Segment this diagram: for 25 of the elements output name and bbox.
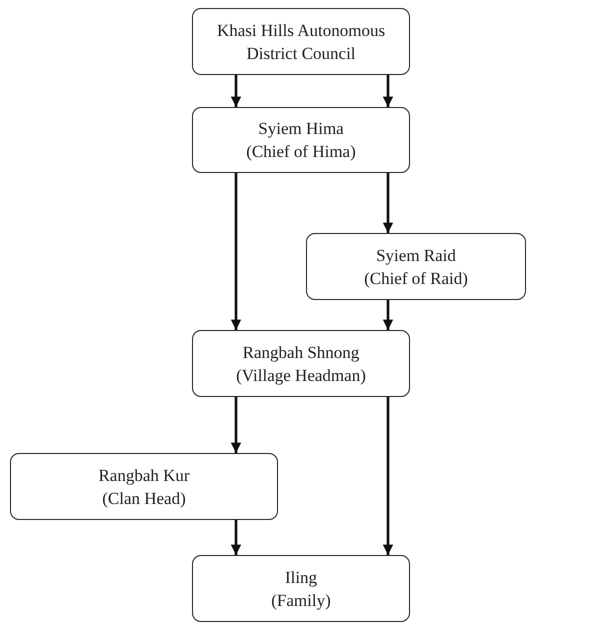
arrow	[382, 173, 394, 233]
box-text: Rangbah Kur	[98, 464, 190, 486]
rounded-box	[192, 330, 410, 397]
box-text: (Family)	[271, 590, 331, 612]
arrow	[230, 520, 242, 555]
arrow	[230, 75, 242, 107]
box-text: (Village Headman)	[236, 364, 366, 386]
box-text: Rangbah Shnong	[242, 342, 360, 364]
rounded-box	[192, 555, 410, 622]
box-text: (Chief of Raid)	[364, 268, 468, 290]
box-text: Syiem Raid	[376, 244, 456, 266]
rounded-box	[192, 107, 410, 173]
arrow	[382, 75, 394, 107]
box-text: Khasi Hills Autonomous District Council	[216, 20, 386, 64]
arrow	[382, 300, 394, 330]
arrow	[382, 397, 394, 555]
box-text: (Clan Head)	[102, 488, 186, 510]
rounded-box	[306, 233, 526, 300]
rounded-box	[10, 453, 278, 520]
box-text: Syiem Hima	[258, 118, 344, 140]
box-text: (Chief of Hima)	[246, 141, 356, 163]
arrow	[230, 397, 242, 453]
arrow	[230, 173, 242, 330]
rounded-box	[192, 8, 410, 75]
box-text: Iling	[284, 566, 318, 588]
